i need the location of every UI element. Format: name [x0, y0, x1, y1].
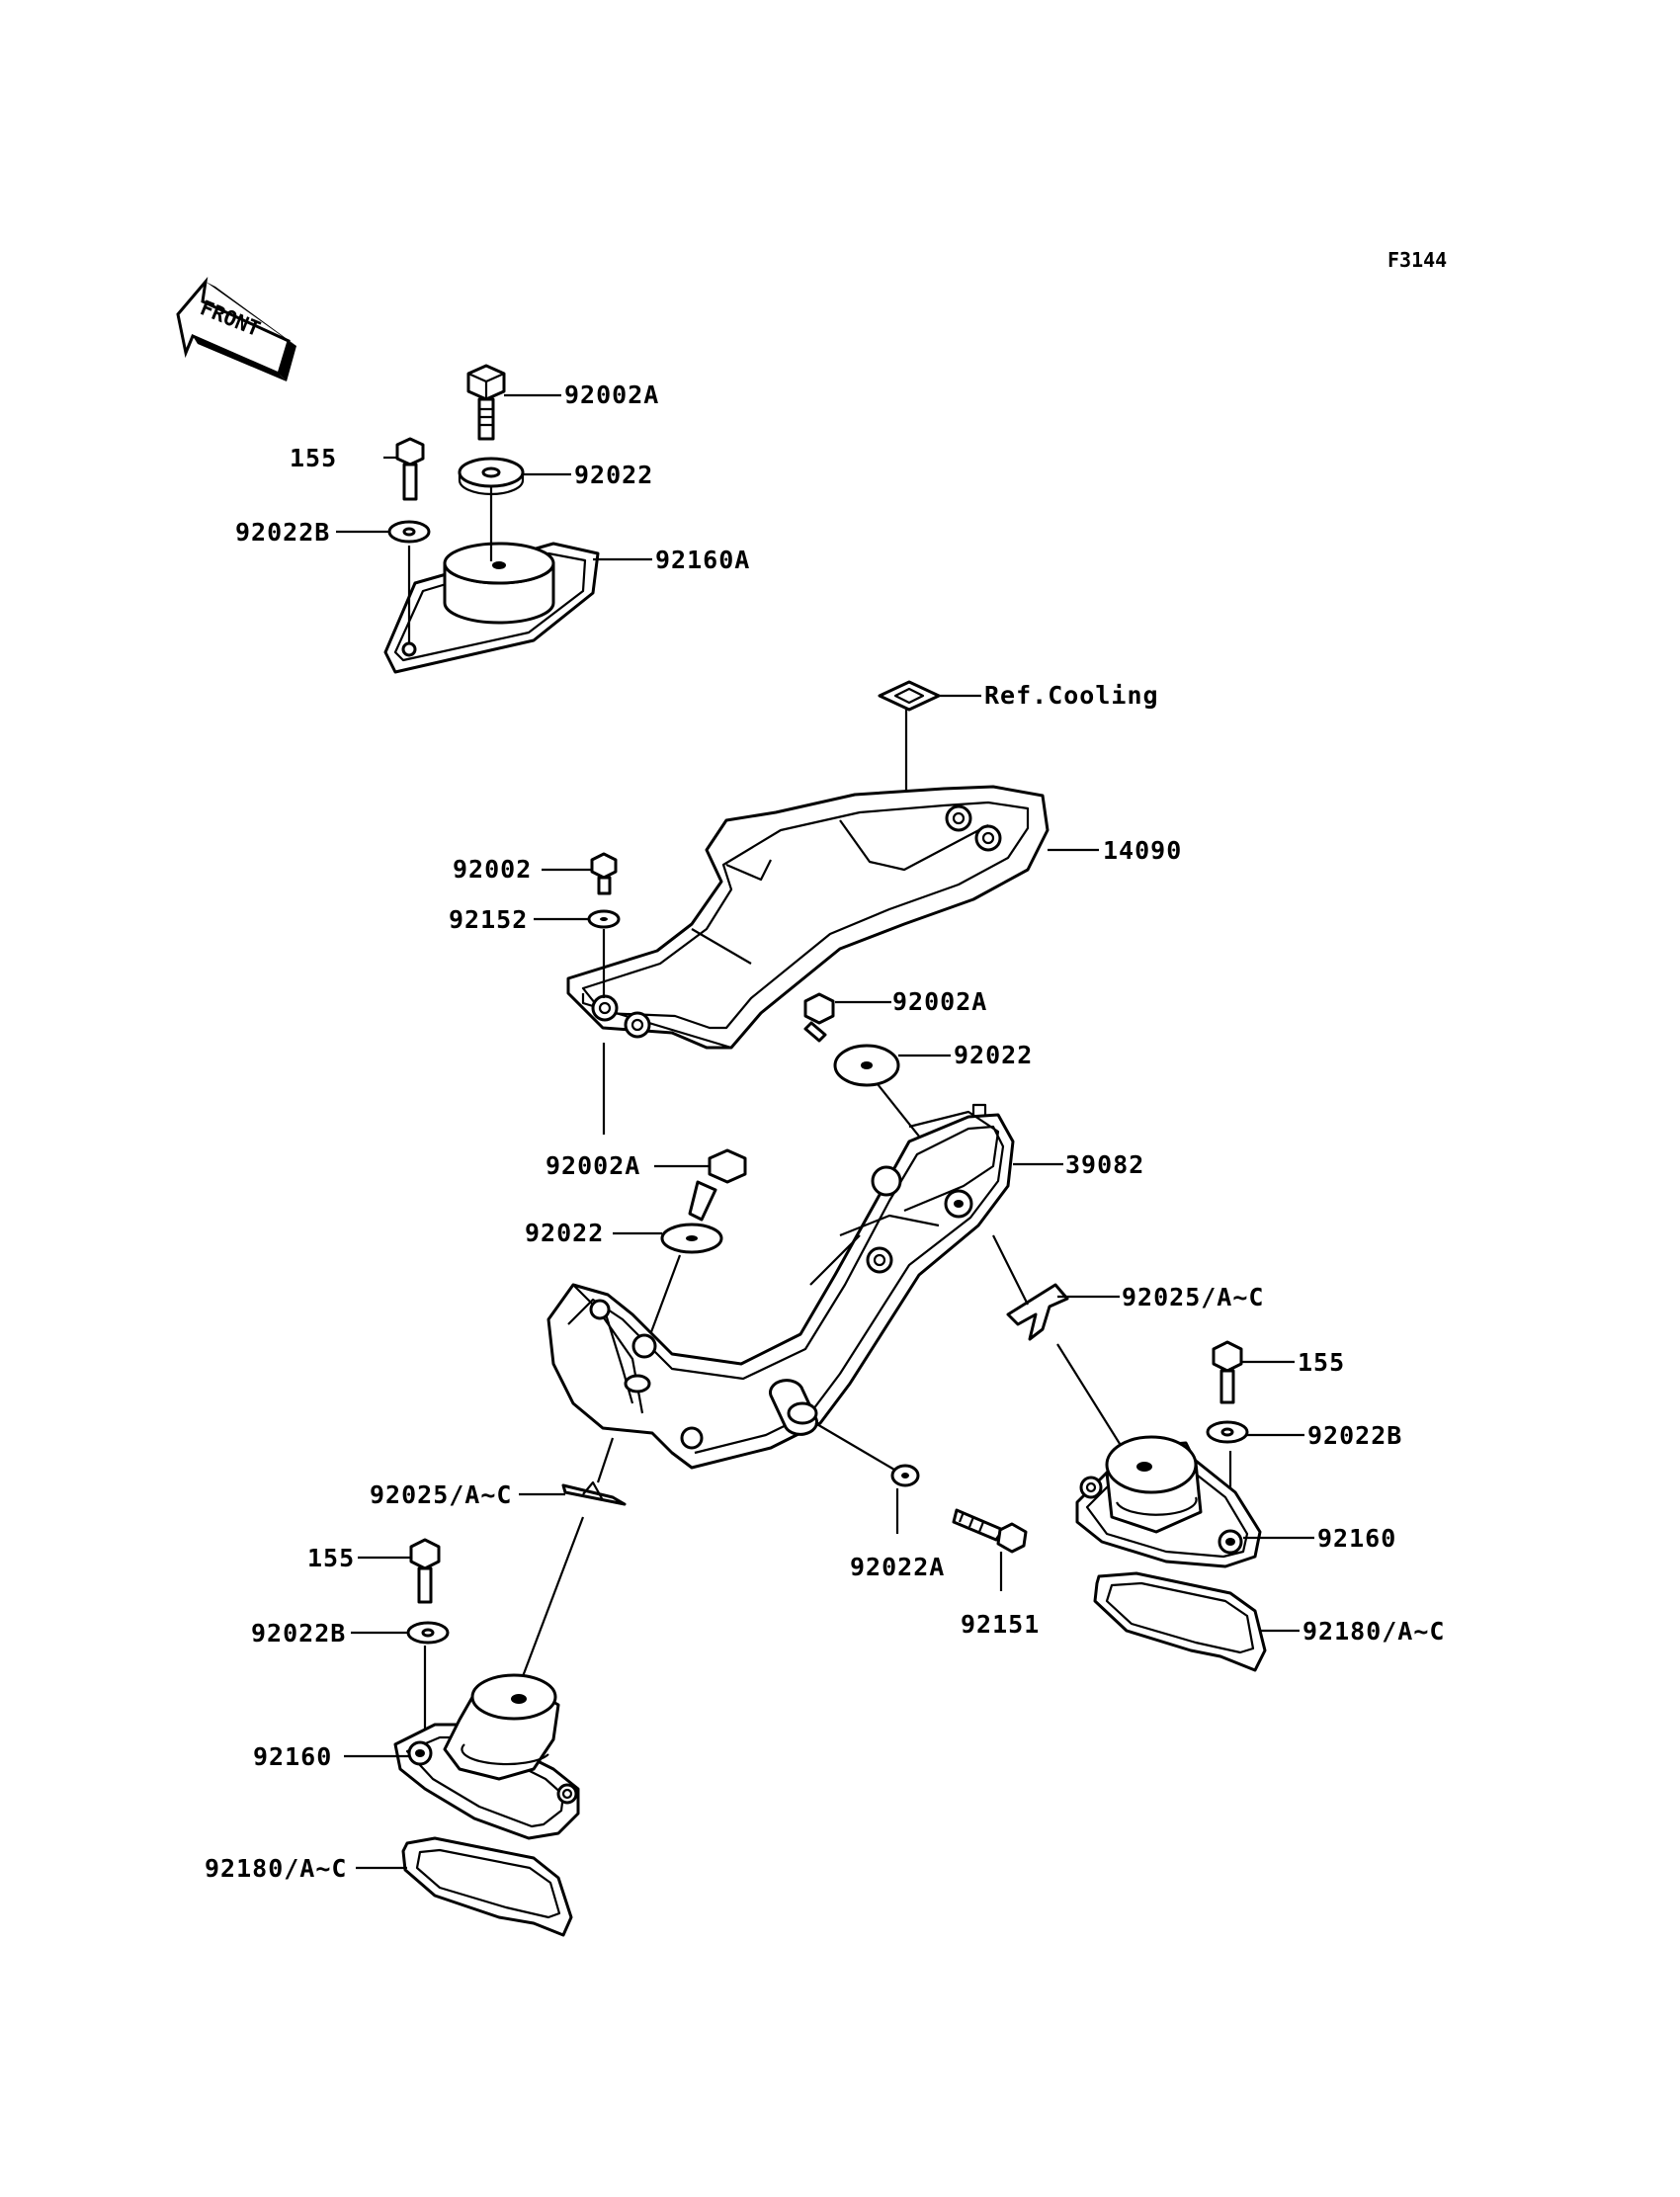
label-92002A-mid: 92002A	[892, 987, 987, 1016]
washer-92022B-top	[387, 520, 431, 544]
label-92022A: 92022A	[850, 1553, 945, 1581]
bolt-155-left	[358, 1538, 441, 1604]
label-92151: 92151	[961, 1610, 1040, 1639]
bolt-155-right	[1212, 1340, 1295, 1404]
label-92180-right: 92180/A~C	[1302, 1617, 1445, 1646]
label-92025-right: 92025/A~C	[1122, 1283, 1264, 1311]
label-ref-cooling: Ref.Cooling	[984, 681, 1159, 710]
label-92022B-top: 92022B	[235, 518, 330, 547]
leader-lines-top	[336, 393, 652, 644]
label-92022-mid: 92022	[954, 1041, 1033, 1069]
label-92152: 92152	[449, 905, 528, 934]
label-92180-left: 92180/A~C	[205, 1854, 347, 1883]
washer-92022-top	[458, 457, 525, 496]
diagram-code: F3144	[1387, 248, 1447, 272]
label-92160-right: 92160	[1317, 1524, 1396, 1553]
label-92025-left: 92025/A~C	[370, 1480, 512, 1509]
clip-92025-right	[992, 1234, 1133, 1464]
label-92022-left: 92022	[525, 1219, 604, 1247]
label-155-right: 155	[1298, 1348, 1345, 1377]
label-92002A-left: 92002A	[546, 1151, 640, 1180]
label-92160A: 92160A	[655, 546, 750, 574]
bolt-92002A-mid	[803, 992, 891, 1043]
gasket-92180-left	[356, 1836, 573, 1937]
label-92002: 92002	[453, 855, 532, 884]
label-92022B-left: 92022B	[251, 1619, 346, 1648]
label-14090: 14090	[1103, 836, 1182, 865]
shroud-14090	[566, 785, 1099, 1050]
washer-92022B-left	[351, 1621, 450, 1741]
bracket-39082	[546, 1103, 1063, 1470]
label-92022B-right: 92022B	[1307, 1421, 1402, 1450]
label-155-left: 155	[307, 1544, 355, 1572]
mount-92160-left	[344, 1673, 580, 1840]
mount-92160A	[383, 542, 600, 674]
bolt-92002	[542, 852, 618, 895]
washer-92022A	[814, 1422, 920, 1534]
front-arrow-icon: FRONT	[176, 277, 296, 381]
gasket-92180-right	[1093, 1571, 1300, 1672]
label-155-top: 155	[290, 444, 337, 472]
washer-92152	[534, 909, 621, 998]
mount-92160-right	[1075, 1435, 1314, 1568]
bolt-92002A-left	[654, 1148, 747, 1222]
label-92022-top: 92022	[574, 461, 653, 489]
clip-92025-left	[512, 1437, 627, 1701]
label-92160-left: 92160	[253, 1742, 332, 1771]
label-92002A-top: 92002A	[564, 380, 659, 409]
label-39082: 39082	[1065, 1150, 1144, 1179]
bolt-92002A-top	[466, 364, 506, 441]
bolt-92151	[952, 1508, 1028, 1591]
bolt-155-top	[395, 437, 425, 501]
